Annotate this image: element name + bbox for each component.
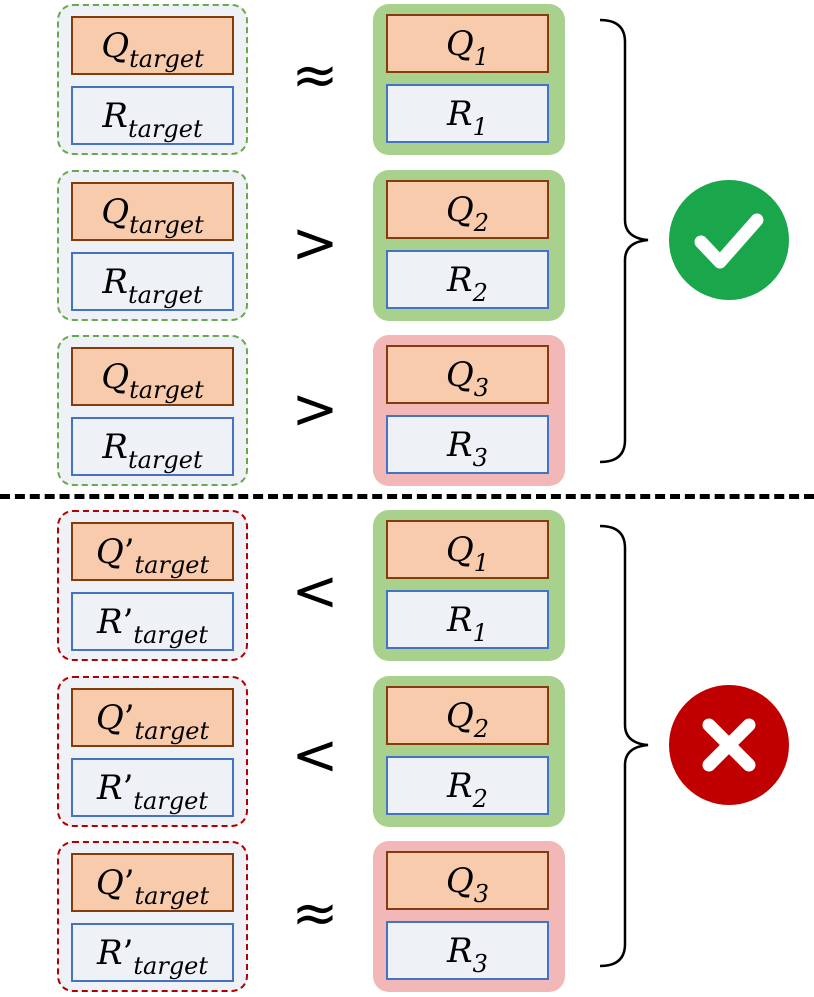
target-q-box: Q’target bbox=[71, 853, 234, 912]
reference-r-box: R2 bbox=[386, 250, 549, 309]
reference-r-box: R1 bbox=[386, 84, 549, 143]
reference-pair-3: Q3 R3 bbox=[373, 335, 565, 486]
reference-q-box: Q1 bbox=[386, 520, 549, 579]
target-pair-top-3: Qtarget Rtarget bbox=[57, 335, 248, 486]
section-divider bbox=[0, 494, 814, 499]
comparison-operator: > bbox=[291, 211, 339, 276]
cross-icon bbox=[669, 685, 789, 805]
reference-pair-1: Q1 R1 bbox=[373, 4, 565, 155]
target-pair-top-2: Qtarget Rtarget bbox=[57, 170, 248, 321]
reference-pair-2: Q2 R2 bbox=[373, 170, 565, 321]
target-pair-bottom-2: Q’target R’target bbox=[57, 676, 248, 827]
target-r-box: Rtarget bbox=[71, 86, 234, 145]
reference-q-box: Q1 bbox=[386, 14, 549, 73]
target-pair-top-1: Qtarget Rtarget bbox=[57, 4, 248, 155]
target-r-box: Rtarget bbox=[71, 417, 234, 476]
target-q-box: Qtarget bbox=[71, 182, 234, 241]
comparison-operator: > bbox=[291, 377, 339, 442]
comparison-operator: < bbox=[291, 723, 339, 788]
comparison-operator: < bbox=[291, 559, 339, 624]
reference-r-box: R3 bbox=[386, 415, 549, 474]
reference-pair-2: Q2 R2 bbox=[373, 676, 565, 827]
reference-q-box: Q3 bbox=[386, 345, 549, 404]
target-q-box: Q’target bbox=[71, 688, 234, 747]
reference-pair-3: Q3 R3 bbox=[373, 841, 565, 992]
reference-r-box: R3 bbox=[386, 921, 549, 980]
bottom-right-brace bbox=[599, 524, 649, 968]
comparison-operator: ≈ bbox=[291, 881, 339, 946]
reference-q-box: Q2 bbox=[386, 180, 549, 239]
target-r-box: R’target bbox=[71, 923, 234, 982]
reference-pair-1: Q1 R1 bbox=[373, 510, 565, 661]
reference-r-box: R1 bbox=[386, 590, 549, 649]
reference-r-box: R2 bbox=[386, 756, 549, 815]
target-q-box: Q’target bbox=[71, 522, 234, 581]
reference-q-box: Q2 bbox=[386, 686, 549, 745]
target-r-box: R’target bbox=[71, 592, 234, 651]
target-r-box: Rtarget bbox=[71, 252, 234, 311]
target-q-box: Qtarget bbox=[71, 347, 234, 406]
comparison-operator: ≈ bbox=[291, 43, 339, 108]
target-r-box: R’target bbox=[71, 758, 234, 817]
target-pair-bottom-1: Q’target R’target bbox=[57, 510, 248, 661]
top-right-brace bbox=[599, 18, 649, 464]
reference-q-box: Q3 bbox=[386, 851, 549, 910]
checkmark-icon bbox=[669, 180, 789, 300]
target-q-box: Qtarget bbox=[71, 16, 234, 75]
target-pair-bottom-3: Q’target R’target bbox=[57, 841, 248, 992]
